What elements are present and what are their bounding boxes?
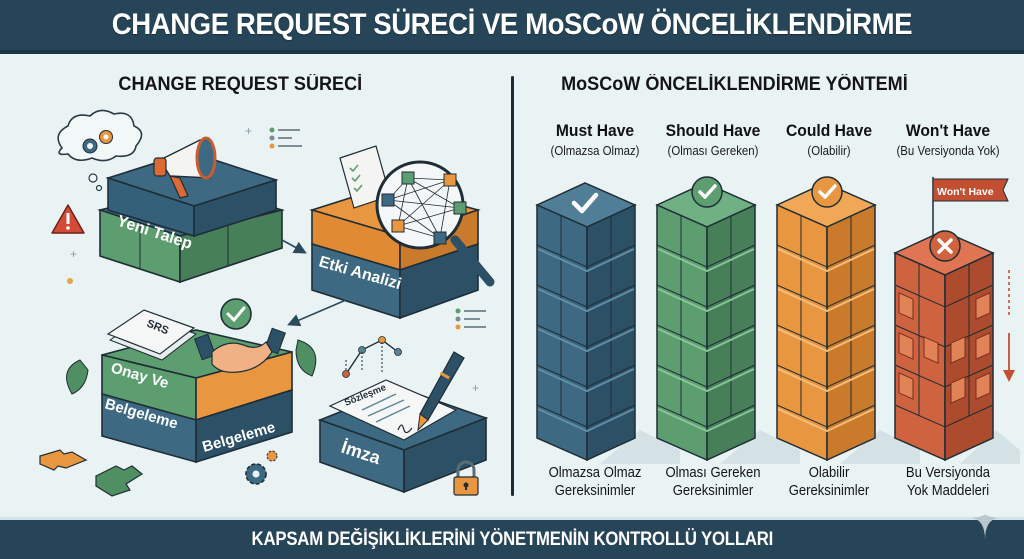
category-sub: (Bu Versiyonda Yok) [896,143,1000,158]
tower-should-have [655,176,757,462]
footer-line: Gereksinimler [788,483,870,499]
category-name: Must Have [555,121,635,140]
gear-icon [245,450,278,485]
left-panel-title: CHANGE REQUEST SÜRECİ [118,74,363,95]
footer-line: Olması Gereken [665,465,761,481]
tower-could-have [775,176,877,462]
svg-text:+: + [245,124,252,138]
pen-signature-icon [417,351,465,432]
svg-text:+: + [70,247,77,261]
step-etki-analizi: Etki Analizi [309,145,495,320]
handshake-icon [194,327,286,373]
category-name: Won't Have [905,121,991,140]
footer-line: Yok Maddeleri [906,483,990,499]
category-footer-could-have: Olabilir Gereksinimler [769,464,889,500]
category-name: Could Have [785,121,873,140]
footer-line: Olabilir [808,465,850,481]
footer-bar: KAPSAM DEĞİŞİKLİKLERİNİ YÖNETMENİN KONTR… [0,517,1024,559]
category-footer-must-have: Olmazsa Olmaz Gereksinimler [535,464,655,500]
category-header-must-have: Must Have (Olmazsa Olmaz) [535,121,655,158]
footer-line: Bu Versiyonda [905,465,991,481]
down-arrow-icon [1003,270,1015,382]
footer-subtitle: KAPSAM DEĞİŞİKLİKLERİNİ YÖNETMENİN KONTR… [251,528,773,550]
category-name: Should Have [665,121,761,140]
step-yeni-talep: Yeni Talep [97,136,285,284]
category-header-wont-have: Won't Have (Bu Versiyonda Yok) [888,121,1008,158]
flag-label: Won't Have [937,186,994,198]
check-icon [571,192,599,214]
step-onay-ve-belgeleme: SRS Onay Ve Belgeleme Belgeleme [66,298,317,464]
line-chart-icon [342,336,402,378]
footer-line: Olmazsa Olmaz [548,465,642,481]
change-request-process-illustration: + Yeni Talep + [39,109,495,497]
tower-must-have [535,182,637,462]
wont-have-flag: Won't Have [932,177,1009,236]
moscow-towers-illustration: Won't Have [535,176,1020,464]
tower-wont-have: Won't Have [893,177,1015,462]
category-sub: (Olması Gereken) [667,143,759,158]
right-panel-title: MoSCoW ÖNCELİKLENDİRME YÖNTEMİ [561,74,908,95]
cross-icon [937,238,953,254]
svg-text:+: + [472,381,479,395]
category-footer-should-have: Olması Gereken Gereksinimler [653,464,773,500]
sparkle-icon [972,514,998,540]
magnifier-network-icon [375,160,495,287]
lock-icon [453,460,479,496]
panel-divider [511,76,514,496]
warning-icon [51,204,85,234]
footer-line: Gereksinimler [554,483,636,499]
footer-line: Gereksinimler [672,483,754,499]
category-header-should-have: Should Have (Olması Gereken) [653,121,773,158]
legend-list-icon: + [245,124,302,149]
category-sub: (Olmazsa Olmaz) [550,143,640,158]
flow-arrow [287,299,347,327]
flow-arrow [281,239,307,254]
thought-cloud-gears-icon [57,109,143,192]
megaphone-icon [153,136,217,199]
category-header-could-have: Could Have (Olabilir) [769,121,889,158]
category-sub: (Olabilir) [807,143,851,158]
check-circle-icon [220,298,252,330]
puzzle-icon [39,449,144,497]
step-imza: Sözleşme İmza [317,351,489,496]
header-bar: CHANGE REQUEST SÜRECİ VE MoSCoW ÖNCELİKL… [0,0,1024,54]
category-footer-wont-have: Bu Versiyonda Yok Maddeleri [888,464,1008,500]
page-title: CHANGE REQUEST SÜRECİ VE MoSCoW ÖNCELİKL… [111,8,913,41]
check-icon [698,184,717,199]
legend-list-icon [455,308,486,330]
check-icon [818,184,837,199]
